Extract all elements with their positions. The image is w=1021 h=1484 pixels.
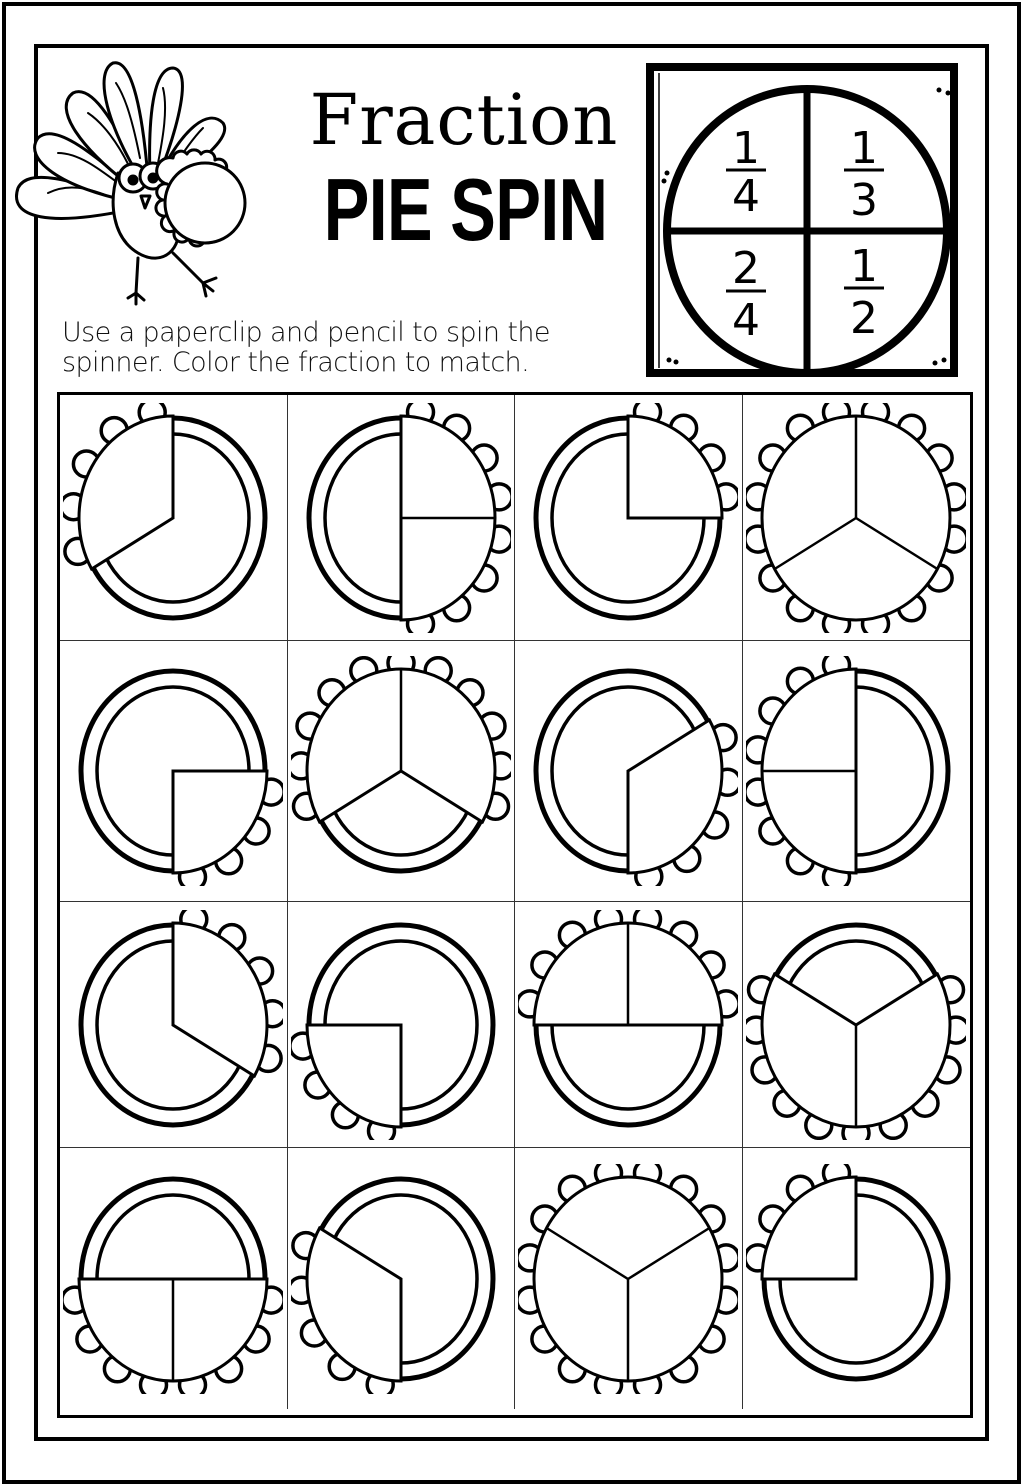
pie-plate-icon[interactable] bbox=[518, 402, 739, 633]
pie-cell[interactable] bbox=[515, 902, 743, 1148]
pie-cell[interactable] bbox=[515, 395, 743, 641]
pie-cell[interactable] bbox=[742, 395, 970, 641]
pie-plate-icon[interactable] bbox=[63, 402, 283, 633]
spinner-denominator-top-left: 4 bbox=[732, 171, 760, 222]
pie-plate-icon[interactable] bbox=[291, 402, 511, 633]
spinner-denominator-bottom-right: 2 bbox=[850, 293, 878, 344]
pie-cell[interactable] bbox=[287, 641, 515, 902]
title-line-pie-spin: PIE SPIN bbox=[323, 160, 608, 259]
instructions-text: Use a paperclip and pencil to spin the s… bbox=[62, 317, 551, 378]
pie-cell[interactable] bbox=[288, 1148, 515, 1409]
pie-cell[interactable] bbox=[287, 902, 515, 1148]
pie-cell[interactable] bbox=[515, 641, 743, 902]
title-line-fraction: Fraction bbox=[309, 79, 619, 161]
pie-cell[interactable] bbox=[60, 395, 288, 641]
pie-plate-icon[interactable] bbox=[746, 402, 967, 633]
spinner-numerator-bottom-left: 2 bbox=[732, 243, 760, 294]
pie-plate-icon[interactable] bbox=[746, 910, 967, 1140]
pie-plate-icon[interactable] bbox=[518, 909, 739, 1140]
pie-cell[interactable] bbox=[60, 902, 288, 1148]
worksheet-title: Fraction PIE SPIN bbox=[284, 80, 644, 260]
pie-plate-icon[interactable] bbox=[63, 1164, 284, 1394]
pie-cell[interactable] bbox=[742, 641, 970, 902]
fraction-spinner[interactable]: 1 4 1 3 2 4 1 2 bbox=[646, 63, 958, 377]
pie-cell[interactable] bbox=[287, 395, 515, 641]
pie-cell[interactable] bbox=[743, 1148, 971, 1409]
spinner-numerator-top-left: 1 bbox=[732, 123, 760, 174]
turkey-illustration-icon bbox=[15, 61, 247, 306]
pie-plate-icon[interactable] bbox=[746, 1163, 966, 1394]
spinner-numerator-bottom-right: 1 bbox=[850, 241, 878, 292]
pie-cell[interactable] bbox=[60, 1148, 288, 1409]
pie-plate-icon[interactable] bbox=[290, 1164, 511, 1394]
pie-plate-icon[interactable] bbox=[518, 656, 739, 886]
pie-plate-icon[interactable] bbox=[63, 909, 284, 1140]
pie-plate-icon[interactable] bbox=[290, 910, 511, 1140]
spinner-denominator-top-right: 3 bbox=[850, 175, 878, 226]
pie-cell[interactable] bbox=[742, 902, 970, 1148]
pie-plate-icon[interactable] bbox=[518, 1163, 739, 1394]
pie-plate-icon[interactable] bbox=[290, 656, 511, 886]
pie-plate-icon[interactable] bbox=[63, 656, 284, 886]
pie-cell[interactable] bbox=[60, 641, 288, 902]
pie-grid bbox=[57, 392, 973, 1418]
spinner-denominator-bottom-left: 4 bbox=[732, 295, 760, 346]
spinner-numerator-top-right: 1 bbox=[850, 123, 878, 174]
page-inner-frame bbox=[34, 44, 989, 1441]
pie-cell[interactable] bbox=[515, 1148, 743, 1409]
pie-plate-icon[interactable] bbox=[746, 656, 966, 886]
